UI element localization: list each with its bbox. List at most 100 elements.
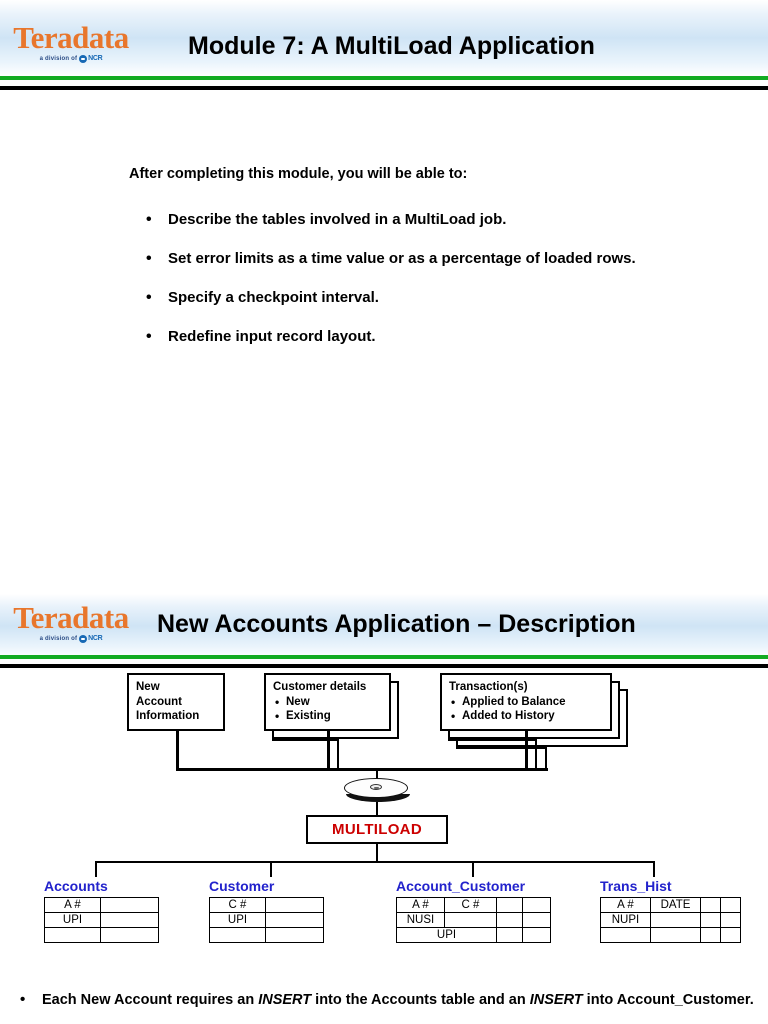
table-row [600, 927, 741, 943]
objective-item: • Set error limits as a time value or as… [146, 249, 726, 269]
table-cell [209, 927, 266, 943]
table-cell [700, 897, 721, 913]
source-box-transactions: Transaction(s) Applied to Balance Added … [440, 673, 640, 753]
table-cell: UPI [44, 912, 101, 928]
source-line: Account [136, 695, 182, 708]
disk-platter-icon [344, 778, 412, 804]
connector-line [525, 731, 528, 770]
teradata-logo: Teradata a division of NCR [12, 22, 130, 63]
table-schema-grid: A # DATE NUPI [600, 897, 741, 943]
table-row [44, 927, 159, 943]
connector-line [272, 739, 339, 741]
objective-text: Redefine input record layout. [168, 328, 376, 345]
ncr-circle-icon [79, 55, 88, 63]
multiload-process-box[interactable]: MULTILOAD [306, 815, 448, 844]
slide1-header: Teradata a division of NCR Module 7: A M… [0, 0, 768, 76]
connector-line [95, 861, 97, 877]
table-cell: A # [600, 897, 651, 913]
connector-line [327, 731, 330, 770]
connector-line [337, 739, 339, 770]
table-accounts: Accounts A # UPI [44, 878, 159, 943]
table-row: UPI [44, 912, 159, 928]
table-row: C # [209, 897, 324, 913]
connector-line [653, 861, 655, 877]
table-cell [720, 927, 741, 943]
objective-item: • Specify a checkpoint interval. [146, 288, 726, 308]
source-bullet: Existing [275, 709, 382, 724]
table-name: Customer [209, 878, 275, 894]
objective-text: Set error limits as a time value or as a… [168, 250, 636, 267]
logo-tagline: a division of NCR [12, 635, 130, 643]
connector-line [456, 747, 547, 749]
table-cell: C # [209, 897, 266, 913]
table-cell [720, 912, 741, 928]
connector-line [270, 861, 272, 877]
logo-tagline-text: a division of [39, 56, 78, 62]
table-cell: NUPI [600, 912, 651, 928]
table-row: UPI [396, 927, 551, 943]
teradata-logo: Teradata a division of NCR [12, 602, 130, 643]
table-account-customer: Account_Customer A # C # NUSI UPI [396, 878, 551, 943]
table-cell [650, 927, 701, 943]
objective-item: • Redefine input record layout. [146, 327, 726, 347]
slide1-green-rule [0, 76, 768, 80]
bullet-icon: • [146, 250, 152, 267]
footer-bullet-text: Each New Account requires an INSERT into… [42, 990, 760, 1010]
connector-line [472, 861, 474, 877]
table-cell [720, 897, 741, 913]
table-cell [650, 912, 701, 928]
multiload-label: MULTILOAD [332, 821, 422, 838]
source-box-new-account-information: New Account Information [127, 673, 227, 733]
ncr-logo-icon: NCR [79, 635, 103, 643]
footer-emphasis-insert: INSERT [529, 992, 583, 1008]
slide1-intro-text: After completing this module, you will b… [129, 166, 468, 182]
table-cell [522, 897, 551, 913]
bullet-icon: • [146, 211, 152, 228]
source-title: Transaction(s) [449, 681, 528, 693]
table-cell: A # [44, 897, 101, 913]
table-cell [522, 912, 551, 928]
connector-line [535, 739, 537, 770]
source-line: New [136, 681, 160, 693]
slide1-black-rule [0, 86, 768, 90]
slide1-title: Module 7: A MultiLoad Application [188, 32, 595, 60]
source-box-body: New Account Information [127, 673, 225, 731]
table-row: NUSI [396, 912, 551, 928]
slide2-black-rule [0, 664, 768, 668]
connector-line [448, 739, 537, 741]
objective-text: Describe the tables involved in a MultiL… [168, 211, 507, 228]
footer-emphasis-insert: INSERT [258, 992, 312, 1008]
table-schema-grid: C # UPI [209, 897, 324, 943]
connector-line [376, 768, 378, 780]
table-cell: A # [396, 897, 445, 913]
footer-text-segment: into Account_Customer. [582, 992, 754, 1008]
table-trans-hist: Trans_Hist A # DATE NUPI [600, 878, 741, 943]
table-name: Trans_Hist [600, 878, 672, 894]
table-cell [600, 927, 651, 943]
connector-bus-line [95, 861, 655, 863]
table-row: UPI [209, 912, 324, 928]
table-row: A # DATE [600, 897, 741, 913]
bullet-icon: • [146, 289, 152, 306]
connector-line [376, 844, 378, 863]
source-bullet: Applied to Balance [451, 695, 603, 710]
table-schema-grid: A # UPI [44, 897, 159, 943]
table-cell [444, 912, 497, 928]
ncr-wordmark: NCR [88, 55, 103, 62]
source-bullet-list: New Existing [273, 695, 382, 724]
table-cell [100, 927, 159, 943]
table-cell: NUSI [396, 912, 445, 928]
table-cell: UPI [396, 927, 497, 943]
source-bullet: New [275, 695, 382, 710]
source-bullet: Added to History [451, 709, 603, 724]
bullet-icon: • [146, 328, 152, 345]
table-cell [496, 912, 523, 928]
source-box-body: Customer details New Existing [264, 673, 391, 731]
table-schema-grid: A # C # NUSI UPI [396, 897, 551, 943]
footer-bullet-item: • Each New Account requires an INSERT in… [20, 990, 760, 1010]
table-cell [44, 927, 101, 943]
table-customer: Customer C # UPI [209, 878, 324, 943]
table-cell: UPI [209, 912, 266, 928]
table-cell [496, 927, 523, 943]
